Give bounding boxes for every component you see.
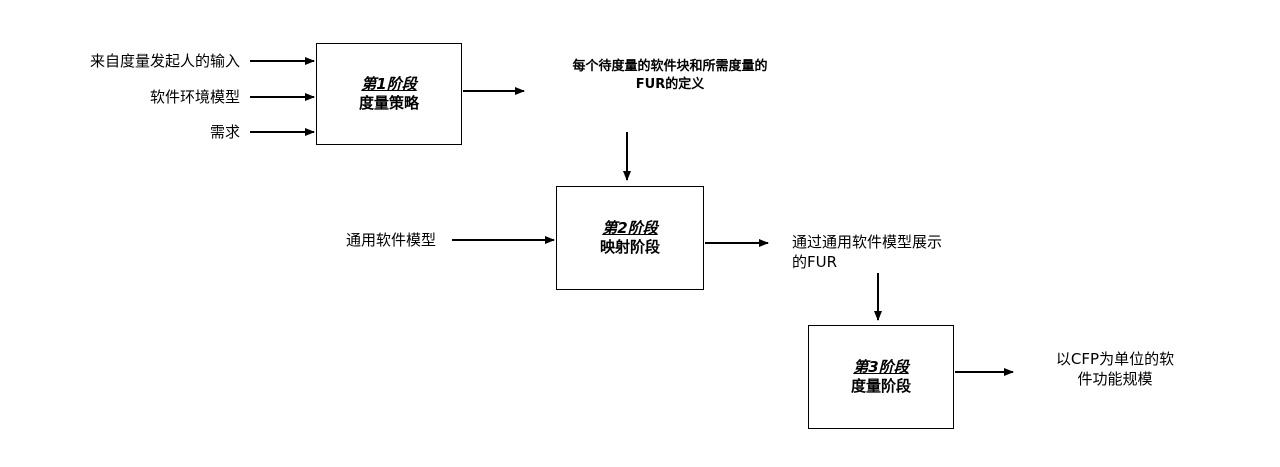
stage3-name: 度量阶段 bbox=[850, 377, 911, 395]
stage2-name: 映射阶段 bbox=[599, 238, 660, 256]
stage1-name: 度量策略 bbox=[358, 94, 419, 112]
stage1-input-requirements: 需求 bbox=[209, 123, 240, 141]
stage1-output-line1: 每个待度量的软件块和所需度量的 bbox=[572, 59, 768, 74]
stage1-title: 第1阶段 bbox=[361, 75, 417, 93]
stage1-output: 每个待度量的软件块和所需度量的 FUR的定义 bbox=[520, 58, 820, 94]
stage3-output: 以CFP为单位的软 件功能规模 bbox=[1020, 349, 1210, 389]
stage3-output-line2: 件功能规模 bbox=[1077, 370, 1153, 388]
stage3-output-line1: 以CFP为单位的软 bbox=[1055, 350, 1175, 368]
stage1-input-sponsor: 来自度量发起人的输入 bbox=[89, 52, 240, 70]
stage3-title: 第3阶段 bbox=[853, 358, 909, 376]
stage2-output-line2: 的FUR bbox=[792, 253, 838, 271]
stage1-input-env-model: 软件环境模型 bbox=[149, 88, 240, 106]
stage2-box: 第2阶段 映射阶段 bbox=[556, 186, 704, 290]
stage2-output-line1: 通过通用软件模型展示 bbox=[792, 233, 943, 251]
stage2-title: 第2阶段 bbox=[602, 219, 658, 237]
stage2-output: 通过通用软件模型展示 的FUR bbox=[792, 232, 992, 272]
stage1-output-line2: FUR的定义 bbox=[635, 77, 705, 92]
stage2-input-generic-model: 通用软件模型 bbox=[345, 231, 436, 249]
stage3-box: 第3阶段 度量阶段 bbox=[808, 325, 954, 429]
stage1-box: 第1阶段 度量策略 bbox=[316, 43, 462, 145]
